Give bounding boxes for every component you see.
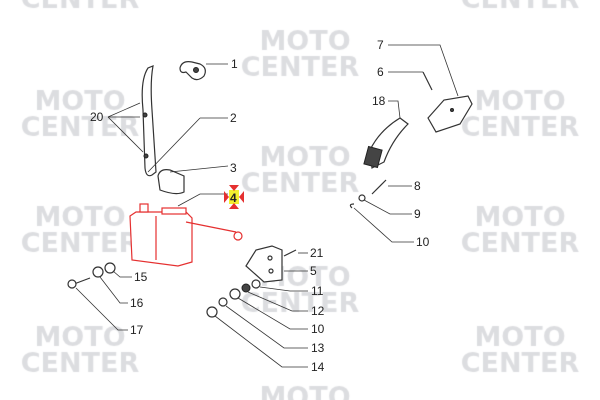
callout-label-15[interactable]: 15 xyxy=(134,270,148,284)
part-15-washer[interactable] xyxy=(104,262,132,278)
part-20-hose[interactable] xyxy=(107,65,157,177)
callout-label-20[interactable]: 20 xyxy=(90,110,104,124)
part-6-screw[interactable] xyxy=(388,71,433,91)
callout-label-10b[interactable]: 10 xyxy=(311,322,325,336)
part-10-washer[interactable] xyxy=(229,288,308,330)
callout-label-12[interactable]: 12 xyxy=(311,304,325,318)
callout-label-10a[interactable]: 10 xyxy=(416,235,430,249)
part-16-washer[interactable] xyxy=(92,266,128,304)
part-18-hose[interactable] xyxy=(363,100,409,169)
part-3-cap[interactable] xyxy=(147,117,229,195)
part-4-oil-tank[interactable] xyxy=(129,193,243,267)
callout-label-18[interactable]: 18 xyxy=(372,94,386,108)
callout-label-6[interactable]: 6 xyxy=(377,65,384,79)
part-7-pump[interactable] xyxy=(388,44,473,133)
callout-label-5[interactable]: 5 xyxy=(310,264,317,278)
callout-label-1[interactable]: 1 xyxy=(231,57,238,71)
part-1-elbow[interactable] xyxy=(179,61,228,81)
callout-label-7[interactable]: 7 xyxy=(377,38,384,52)
part-13-washer[interactable] xyxy=(218,297,308,349)
callout-label-14[interactable]: 14 xyxy=(311,360,325,374)
callout-label-8[interactable]: 8 xyxy=(414,179,421,193)
callout-label-3[interactable]: 3 xyxy=(230,161,237,175)
part-12-nut[interactable] xyxy=(241,283,308,312)
callout-label-16[interactable]: 16 xyxy=(130,296,144,310)
callout-label-11[interactable]: 11 xyxy=(311,284,324,298)
part-17-bolt[interactable] xyxy=(67,277,128,331)
part-9-washer[interactable] xyxy=(358,194,412,215)
callout-label-17[interactable]: 17 xyxy=(130,323,144,337)
part-11-spacer[interactable] xyxy=(251,279,308,292)
callout-label-13[interactable]: 13 xyxy=(311,341,325,355)
callout-label-4[interactable]: 4 xyxy=(230,191,237,205)
part-5-bracket[interactable] xyxy=(245,245,308,283)
part-21-bolt[interactable] xyxy=(283,249,308,257)
callout-label-21[interactable]: 21 xyxy=(310,246,324,260)
callout-label-9[interactable]: 9 xyxy=(414,207,421,221)
part-14-nut[interactable] xyxy=(206,306,308,368)
part-8-bolt[interactable] xyxy=(371,179,412,195)
callout-label-2[interactable]: 2 xyxy=(230,111,237,125)
selected-marker xyxy=(224,185,244,209)
part-10-clip[interactable] xyxy=(349,203,414,243)
